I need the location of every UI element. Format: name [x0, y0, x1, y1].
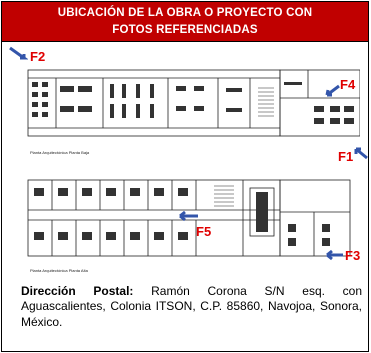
- photo-marker-f1-arrow: [354, 147, 368, 160]
- upper-floor-caption: Planta Arquitectónica Planta Alta: [30, 268, 88, 273]
- photo-marker-f5: F5: [196, 224, 212, 239]
- photo-marker-f3: F3: [345, 248, 361, 263]
- photo-marker-f4-arrow: [325, 84, 340, 97]
- photo-marker-f5-arrow: [179, 210, 198, 222]
- title-line-1: UBICACIÓN DE LA OBRA O PROYECTO CON: [57, 7, 313, 19]
- upper-floor-plan: [18, 172, 360, 272]
- postal-address: Dirección Postal: Ramón Corona S/N esq. …: [21, 284, 362, 330]
- title-banner: UBICACIÓN DE LA OBRA O PROYECTO CON FOTO…: [2, 2, 368, 42]
- photo-marker-f2: F2: [30, 49, 46, 64]
- postal-address-label: Dirección Postal:: [21, 284, 134, 298]
- photo-marker-f4: F4: [340, 77, 356, 92]
- photo-marker-f3-arrow: [326, 249, 343, 261]
- photo-marker-f2-arrow: [9, 46, 28, 60]
- postal-address-text: Ramón Corona S/N esq. con Aguascalientes…: [21, 284, 362, 329]
- ground-floor-caption: Planta Arquitectónica Planta Baja: [30, 150, 90, 155]
- title-line-2: FOTOS REFERENCIADAS: [112, 24, 258, 36]
- ground-floor-plan: [18, 58, 360, 162]
- photo-marker-f1: F1: [338, 149, 354, 164]
